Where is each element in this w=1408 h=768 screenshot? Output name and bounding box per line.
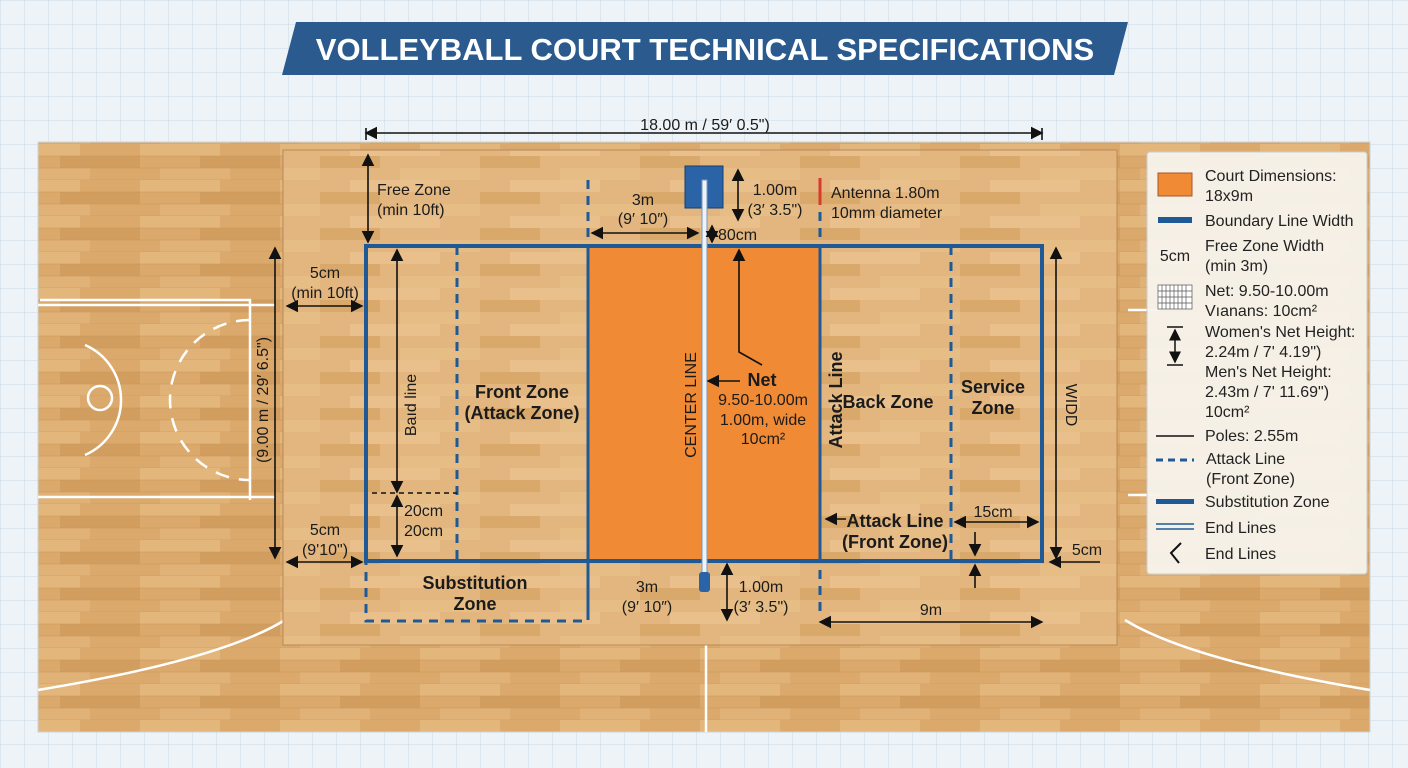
svg-text:18x9m: 18x9m: [1205, 188, 1253, 205]
attack-dashed-lines: [455, 246, 953, 561]
svg-text:(Front Zone): (Front Zone): [1206, 471, 1295, 488]
zone-lines: [586, 246, 822, 561]
bad-line-label: Baıd line: [403, 374, 420, 436]
page-title: VOLLEYBALL COURT TECHNICAL SPECIFICATION…: [316, 32, 1094, 67]
back-zone-label: Back Zone: [842, 392, 933, 412]
svg-text:10cm²: 10cm²: [1205, 404, 1250, 421]
service-zone-label-2: Zone: [972, 398, 1015, 418]
basketball-lines: [37, 298, 1371, 732]
attack-line-label: Attack Line: [826, 351, 846, 448]
right-5cm-label: 5cm: [1072, 542, 1102, 559]
substitution-zone-label: Zone: [454, 594, 497, 614]
blue-line-icon: [1158, 217, 1192, 223]
svg-text:End Lines: End Lines: [1205, 520, 1276, 537]
svg-text:Women's Net Height:: Women's Net Height:: [1205, 324, 1355, 341]
5cm-icon: 5cm: [1160, 248, 1190, 265]
net-width: 1.00m, wide: [720, 412, 806, 429]
svg-text:End Lines: End Lines: [1205, 546, 1276, 563]
bottom-3m-ft: (9′ 10″): [622, 599, 672, 616]
height-arrow-icon: [1167, 326, 1183, 366]
title-banner: VOLLEYBALL COURT TECHNICAL SPECIFICATION…: [282, 22, 1128, 75]
attack-front-label: Attack Line: [846, 511, 943, 531]
svg-text:Men's Net Height:: Men's Net Height:: [1205, 364, 1332, 381]
free-zone-min-label: (min 10ft): [377, 202, 445, 219]
length-label: 18.00 m / 59′ 0.5"): [640, 117, 770, 134]
free-zone-label: Free Zone: [377, 182, 451, 199]
20cm-label-2: 20cm: [404, 523, 443, 540]
left-top-min: (min 10ft): [291, 285, 359, 302]
width-label: (9.00 m / 29′ 6.5"): [255, 337, 272, 463]
15cm-label: 15cm: [973, 504, 1012, 521]
svg-text:Free Zone Width: Free Zone Width: [1205, 238, 1324, 255]
net-label: Net: [747, 370, 776, 390]
orange-swatch-icon: [1157, 172, 1193, 197]
net-grid-icon: [1157, 284, 1193, 310]
thick-line-icon: [1156, 499, 1194, 504]
20cm-label-1: 20cm: [404, 503, 443, 520]
bottom-1m: 1.00m: [739, 579, 783, 596]
top-3m-ft: (9′ 10″): [618, 211, 668, 228]
antenna-label: Antenna 1.80m: [831, 185, 940, 202]
top-1m-ft: (3′ 3.5"): [748, 202, 803, 219]
svg-text:Attack Line: Attack Line: [1206, 451, 1285, 468]
attack-front-zone-label: (Front Zone): [842, 532, 948, 552]
svg-text:Substitution Zone: Substitution Zone: [1205, 494, 1330, 511]
9m-label: 9m: [920, 602, 942, 619]
antenna-diameter: 10mm diameter: [831, 205, 943, 222]
svg-text:Vıanans: 10cm²: Vıanans: 10cm²: [1205, 303, 1318, 320]
bottom-1m-ft: (3′ 3.5"): [734, 599, 789, 616]
net-pole-base: [699, 572, 710, 592]
svg-text:2.24m / 7' 4.19"): 2.24m / 7' 4.19"): [1205, 344, 1321, 361]
svg-text:2.43m / 7' 11.69"): 2.43m / 7' 11.69"): [1205, 384, 1329, 401]
net-length: 9.50-10.00m: [718, 392, 808, 409]
svg-text:Court Dimensions:: Court Dimensions:: [1205, 168, 1337, 185]
left-bottom-5cm: 5cm: [310, 522, 340, 539]
service-zone-label: Service: [961, 377, 1025, 397]
center-line-label: CENTER LINE: [683, 352, 700, 458]
svg-text:Net: 9.50-10.00m: Net: 9.50-10.00m: [1205, 283, 1329, 300]
top-3m: 3m: [632, 192, 654, 209]
double-line-icon: [1156, 523, 1194, 530]
angle-glyph-icon: [1169, 542, 1182, 564]
left-top-5cm: 5cm: [310, 265, 340, 282]
right-width-label: WIDD: [1062, 384, 1079, 427]
net-gap-label: 80cm: [718, 227, 757, 244]
dimension-arrows: [268, 126, 1100, 629]
substitution-label: Substitution: [423, 573, 528, 593]
svg-text:Poles: 2.55m: Poles: 2.55m: [1205, 428, 1298, 445]
net-mesh: 10cm²: [741, 431, 786, 448]
net-pole: [701, 179, 708, 591]
legend: Court Dimensions: 18x9m Boundary Line Wi…: [1146, 151, 1368, 575]
attack-zone-label: (Attack Zone): [464, 403, 579, 423]
svg-text:Boundary Line Width: Boundary Line Width: [1205, 213, 1354, 230]
svg-text:(min 3m): (min 3m): [1205, 258, 1268, 275]
substitution-zone: [364, 559, 590, 623]
bottom-3m: 3m: [636, 579, 658, 596]
top-1m: 1.00m: [753, 182, 797, 199]
left-bottom-ft: (9'10"): [302, 542, 348, 559]
front-zone-label: Front Zone: [475, 382, 569, 402]
